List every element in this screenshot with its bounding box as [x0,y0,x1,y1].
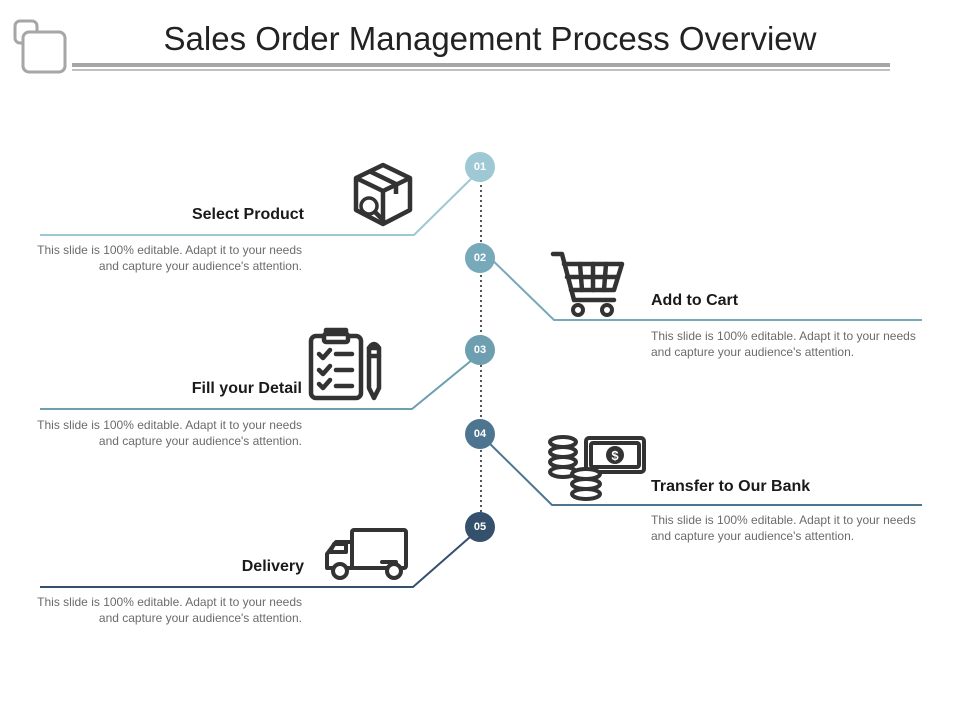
step-description-3: This slide is 100% editable. Adapt it to… [37,418,302,448]
step-title-select-product: Select Product [191,206,304,223]
page-title: Sales Order Management Process Overview [163,20,817,57]
step-title-add-to-cart: Add to Cart [651,292,739,309]
connector-step-1 [40,171,479,236]
step-description-1: This slide is 100% editable. Adapt it to… [37,243,302,273]
step-number-05: 05 [465,512,495,542]
title-underline-thin [72,69,890,71]
connector-step-2 [483,251,922,321]
step-number-04: 04 [465,419,495,449]
step-description-5: This slide is 100% editable. Adapt it to… [37,595,302,625]
connector-step-3 [40,354,479,410]
logo-squares-icon [13,19,67,74]
step-description-4: This slide is 100% editable. Adapt it to… [651,513,916,543]
title-underline [72,63,890,67]
coins-banknote-icon: $ [548,435,646,501]
connector-step-5 [40,529,479,588]
step-number-02: 02 [465,243,495,273]
step-number-01: 01 [465,152,495,182]
step-number-03: 03 [465,335,495,365]
clipboard-pencil-icon [308,327,382,401]
connector-step-4 [483,437,922,506]
step-title-fill-your-detail: Fill your Detail [191,380,302,397]
shopping-cart-icon [550,251,625,317]
delivery-truck-icon [325,528,408,580]
svg-text:$: $ [611,448,619,463]
step-title-transfer-to-our-bank: Transfer to Our Bank [651,478,811,495]
step-description-2: This slide is 100% editable. Adapt it to… [651,329,916,359]
step-title-delivery: Delivery [241,558,304,575]
box-search-icon [353,162,413,227]
